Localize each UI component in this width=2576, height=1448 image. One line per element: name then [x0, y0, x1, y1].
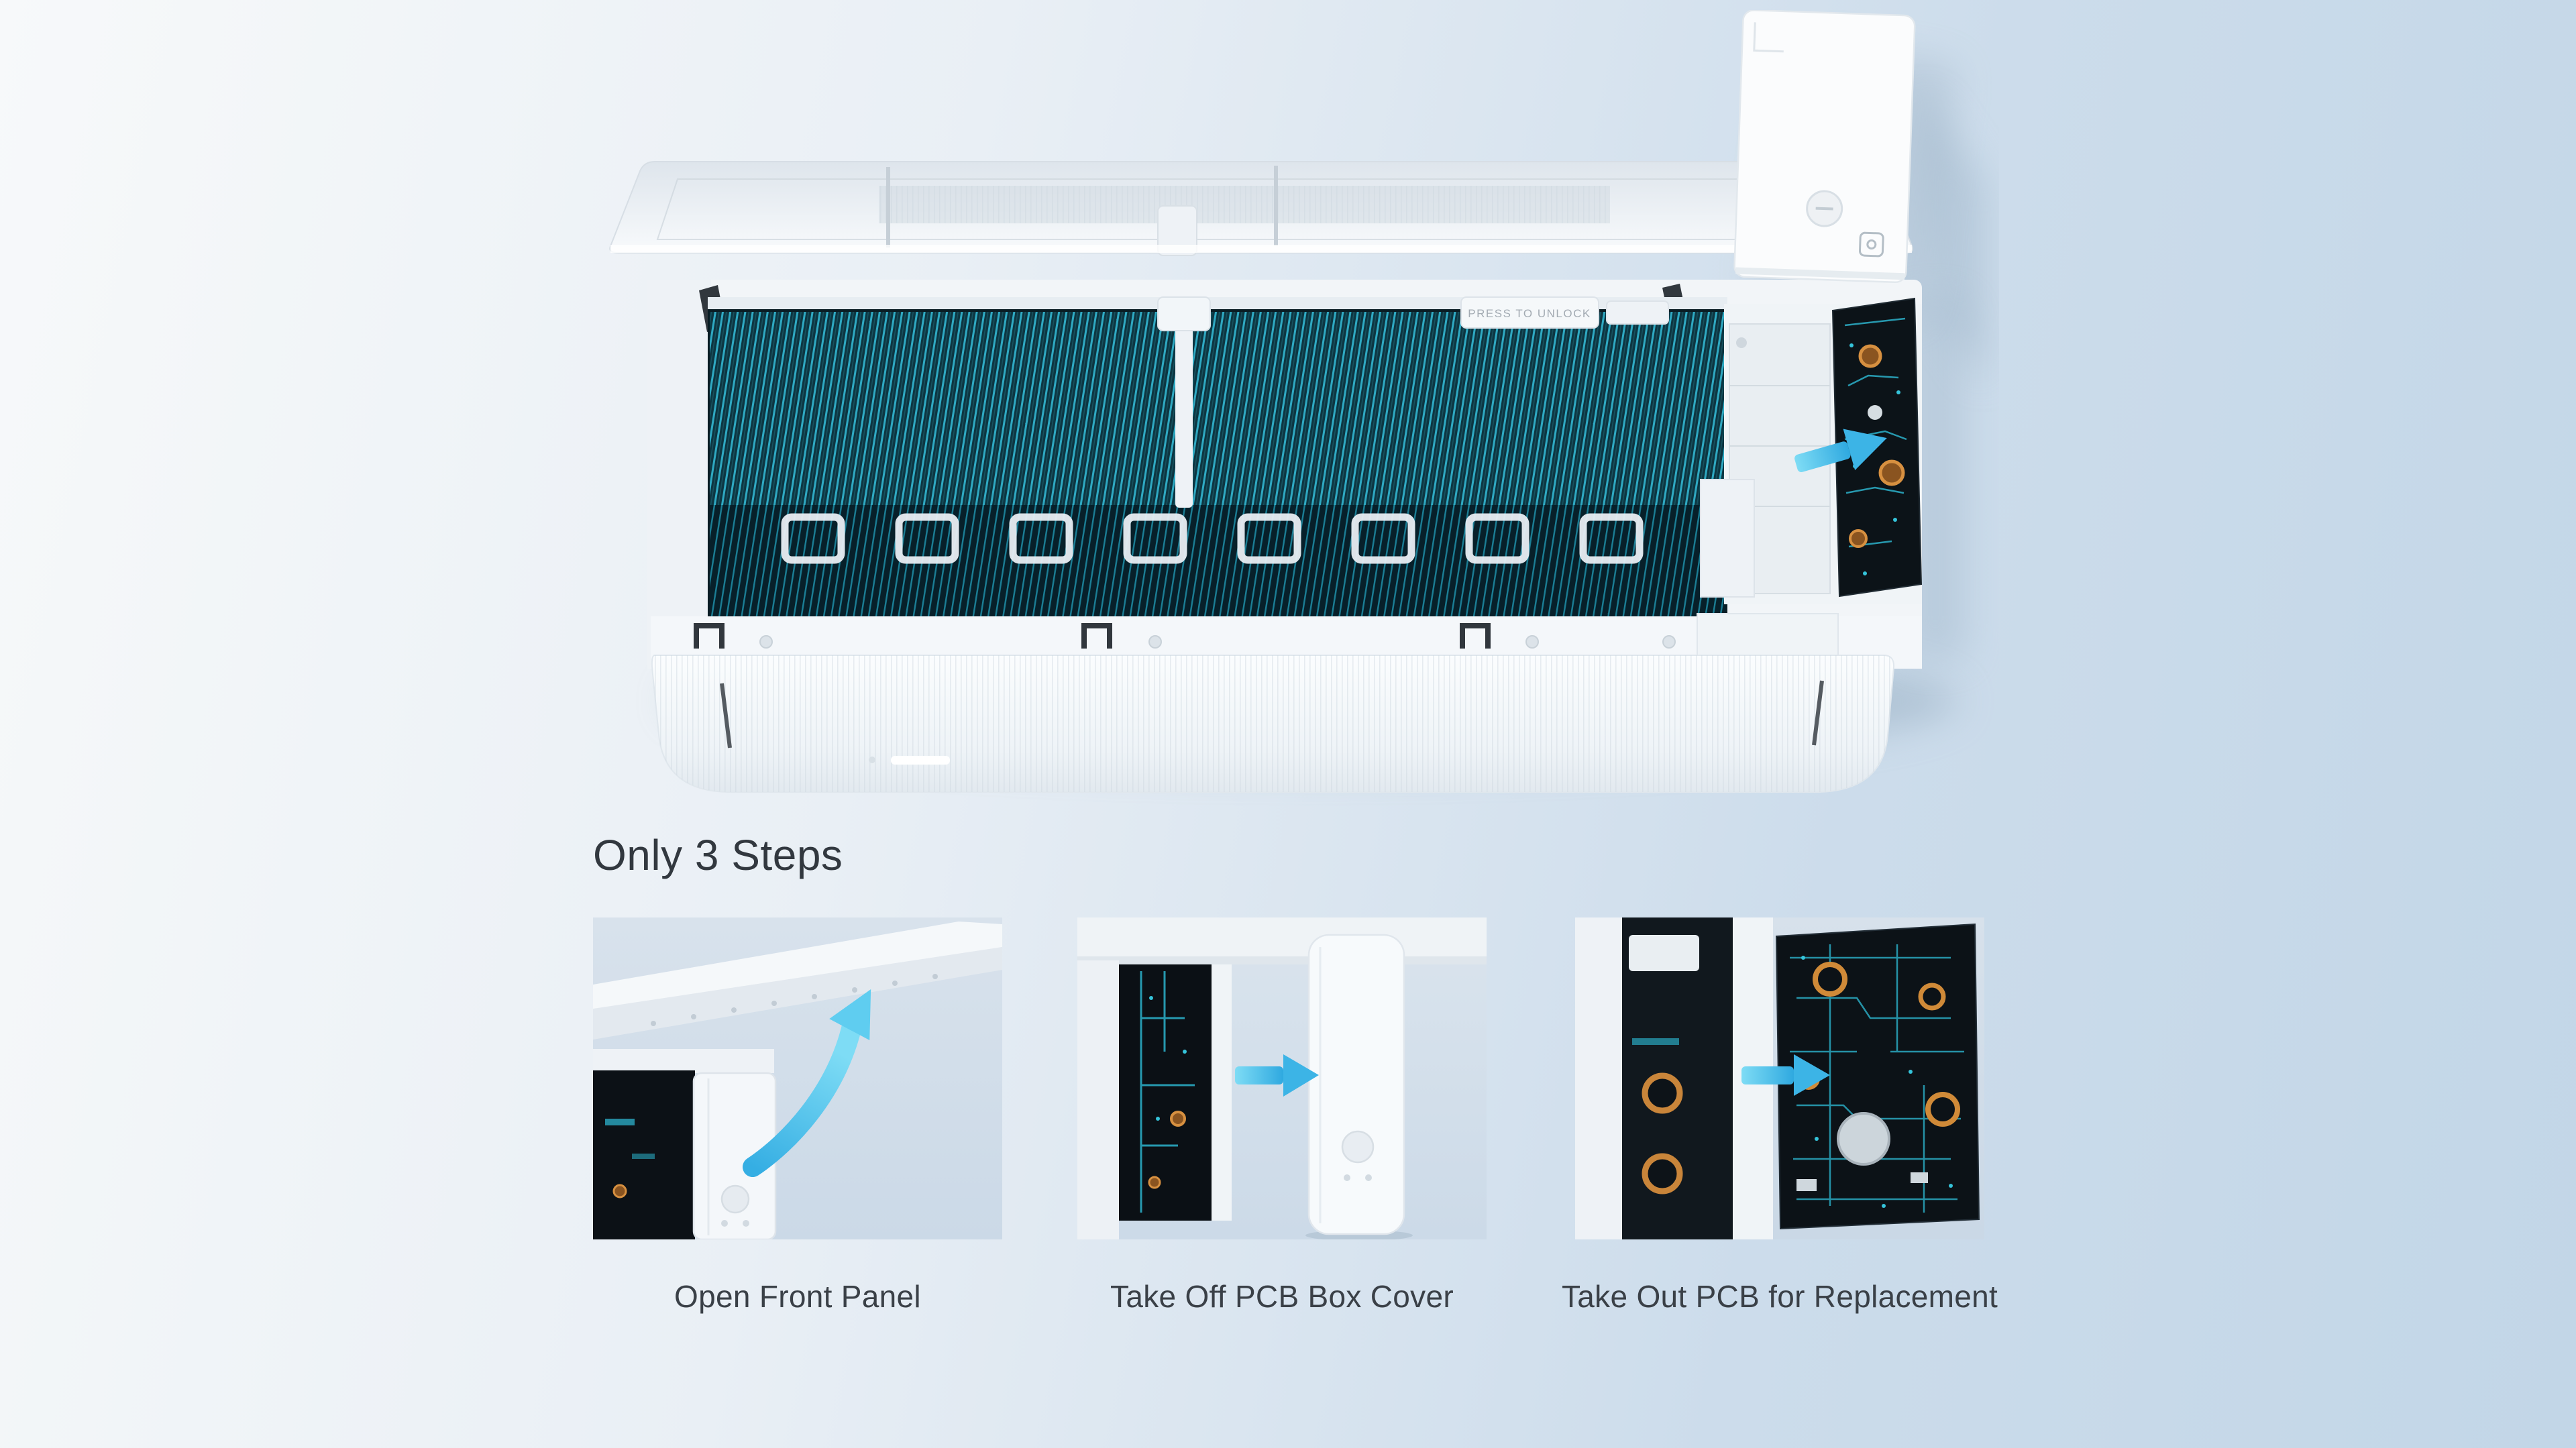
arrow-right-icon: [1235, 1054, 1319, 1097]
step-1-open-front-panel: Open Front Panel: [593, 917, 1002, 1315]
step-cards-row: Open Front Panel: [593, 917, 1998, 1315]
step-3-label: Take Out PCB for Replacement: [1562, 1279, 1998, 1314]
rail-clips: [694, 623, 1491, 649]
coil-clips: [781, 513, 1644, 564]
front-panel-open: [609, 161, 1913, 256]
arrow-right-icon: [1741, 1054, 1831, 1096]
evaporator-coils: PRESS TO UNLOCK: [708, 296, 1727, 620]
step-1-image: [593, 917, 1002, 1239]
step-1-label: Open Front Panel: [674, 1279, 921, 1314]
unlock-tab: [1460, 296, 1599, 329]
step-3-image: [1575, 917, 1985, 1239]
steps-section: Only 3 Steps: [593, 830, 1998, 1315]
press-to-unlock-label: PRESS TO UNLOCK: [1468, 307, 1591, 320]
bottom-louver: [651, 655, 1895, 793]
steps-heading: Only 3 Steps: [593, 831, 843, 879]
step-2-image: [1077, 917, 1487, 1239]
cover-panel: [1307, 934, 1405, 1235]
status-indicator: [891, 756, 950, 765]
center-divider: [1175, 298, 1193, 508]
arrow-up-icon: [743, 989, 871, 1177]
pcb-board: [1776, 923, 1980, 1230]
step-3-take-out-pcb: Take Out PCB for Replacement: [1562, 917, 1998, 1315]
arrow-right-icon: [1794, 429, 1887, 472]
cover-badge-icon: [1858, 231, 1884, 258]
ac-unit-illustration: PRESS TO UNLOCK: [609, 10, 1986, 793]
step-2-take-off-pcb-box-cover: Take Off PCB Box Cover: [1077, 917, 1487, 1315]
step-2-label: Take Off PCB Box Cover: [1110, 1279, 1454, 1314]
pcb-box-cover: [1733, 10, 1916, 284]
